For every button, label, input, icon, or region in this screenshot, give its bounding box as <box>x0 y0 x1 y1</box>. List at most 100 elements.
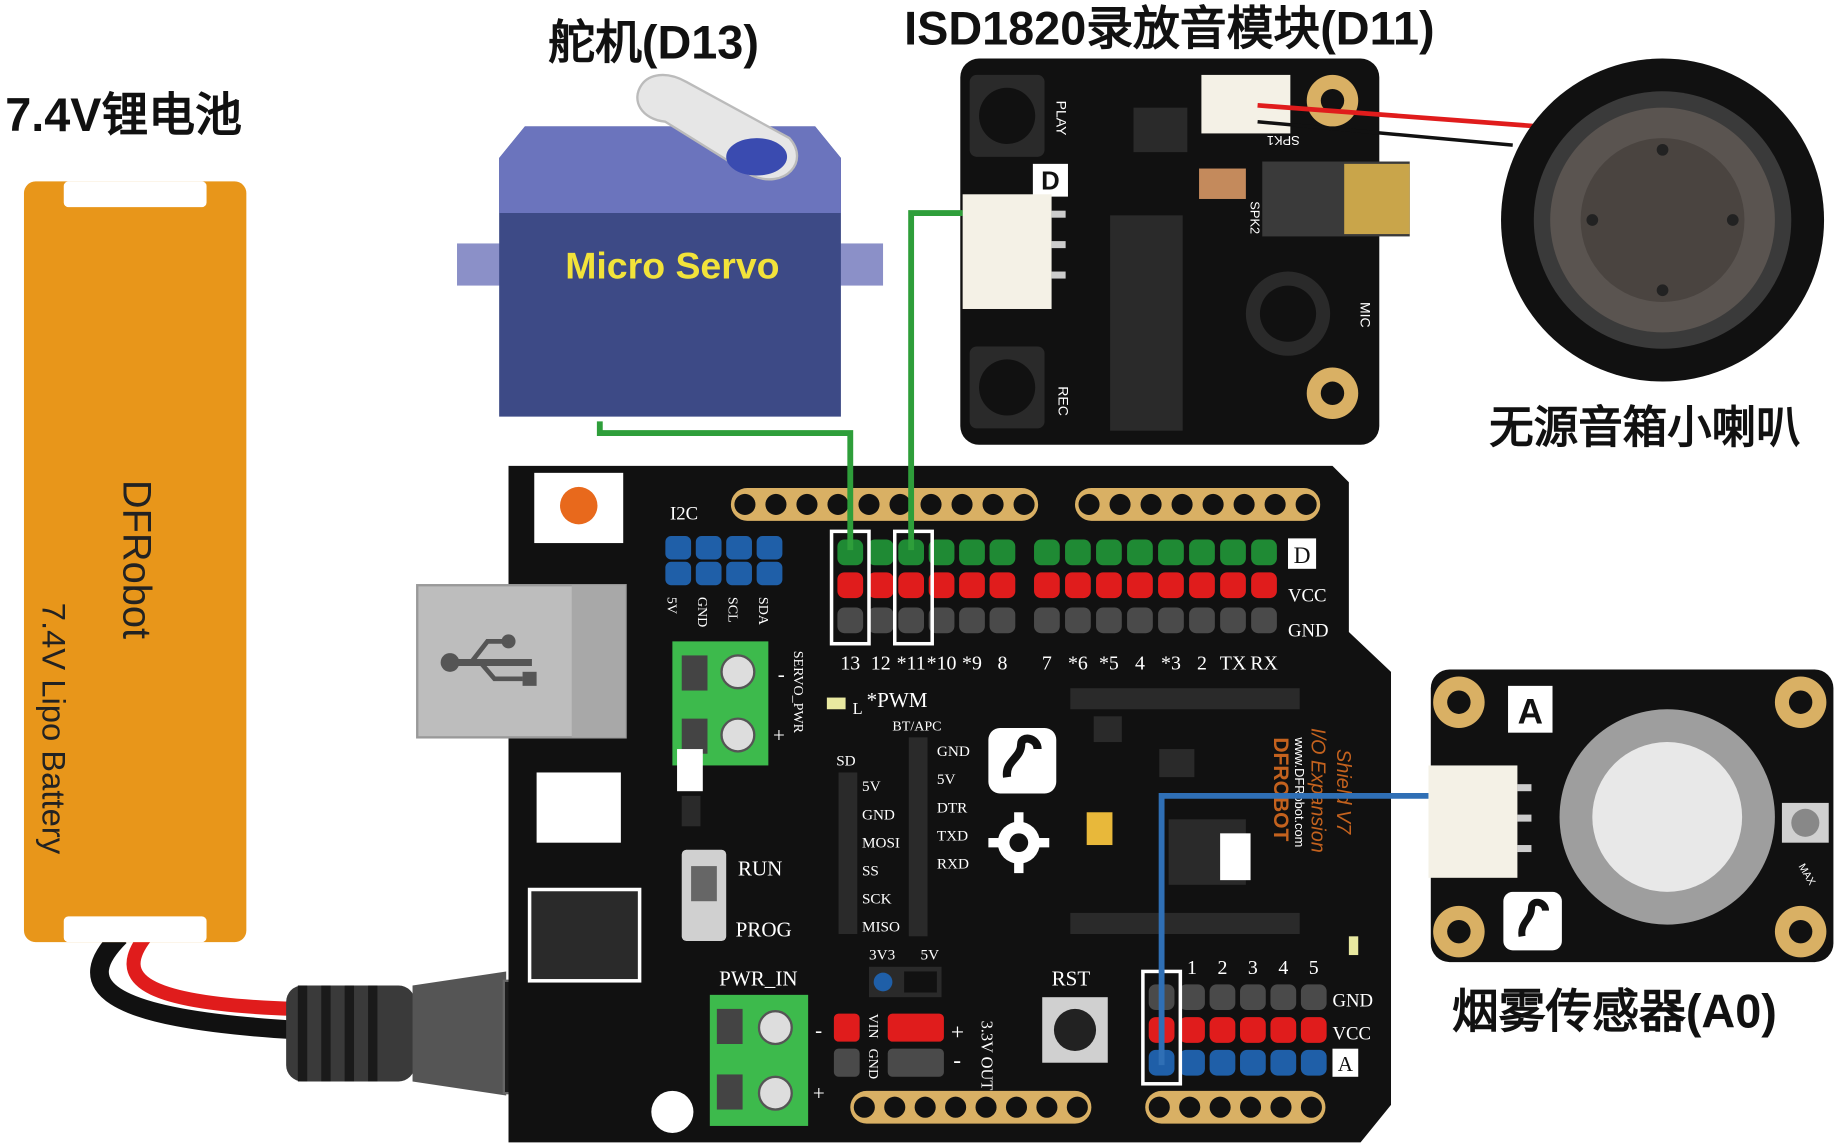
battery-bottom-cap <box>63 916 207 943</box>
servo-pwr-label: SERVO_PWR <box>790 651 806 734</box>
digital-pin[interactable] <box>1065 539 1091 566</box>
digital-pin[interactable] <box>898 607 925 634</box>
digital-pin[interactable] <box>1065 607 1091 634</box>
i2c-pin[interactable] <box>726 561 752 586</box>
speaker-title: 无源音箱小喇叭 <box>1489 403 1800 452</box>
header-hole <box>1240 1096 1262 1118</box>
middle-header-top <box>1070 688 1300 710</box>
brand-url: www.DFRobot.com <box>1292 736 1307 847</box>
header-hole <box>1005 1096 1028 1118</box>
led-l <box>826 697 846 710</box>
digital-pin[interactable] <box>837 607 864 634</box>
digital-pin[interactable] <box>1189 607 1215 634</box>
out-33-vcc[interactable] <box>887 1013 944 1042</box>
digital-pin-number: 7 <box>1042 652 1052 674</box>
i2c-pin[interactable] <box>756 561 783 586</box>
servo-pwr-plus: + <box>773 723 785 747</box>
digital-pin[interactable] <box>867 572 894 599</box>
i2c-pin[interactable] <box>695 561 722 586</box>
digital-pin[interactable] <box>1189 539 1215 566</box>
digital-pin[interactable] <box>867 539 894 566</box>
digital-pin[interactable] <box>989 572 1016 599</box>
out-33-gnd[interactable] <box>887 1048 944 1077</box>
i2c-pin-label: GND <box>694 597 710 627</box>
header-hole <box>1202 493 1224 515</box>
digital-pin[interactable] <box>1127 607 1153 634</box>
row-d-badge <box>1288 538 1317 569</box>
sd-header[interactable] <box>838 772 858 934</box>
header-hole <box>1148 1096 1170 1118</box>
out-minus: - <box>953 1047 961 1073</box>
digital-header[interactable] <box>837 539 1277 634</box>
digital-pin[interactable] <box>1220 607 1246 634</box>
analog-pin[interactable] <box>1300 984 1327 1011</box>
i2c-header[interactable] <box>665 536 783 586</box>
digital-pin[interactable] <box>989 539 1016 566</box>
vin-pin[interactable] <box>833 1013 860 1042</box>
wire-servo-to-d13 <box>596 421 854 551</box>
analog-pin[interactable] <box>1270 1049 1297 1076</box>
i2c-pin[interactable] <box>665 561 692 586</box>
digital-pin[interactable] <box>898 572 925 599</box>
digital-pin-number: 2 <box>1197 652 1207 674</box>
digital-pin[interactable] <box>1158 539 1184 566</box>
analog-pin[interactable] <box>1240 984 1266 1011</box>
analog-pin[interactable] <box>1270 984 1297 1011</box>
bt-pin-label: DTR <box>937 799 968 816</box>
digital-pin[interactable] <box>1034 607 1060 634</box>
analog-pin[interactable] <box>1179 984 1205 1011</box>
digital-pin[interactable] <box>1251 539 1277 566</box>
bt-apc-header[interactable] <box>908 737 928 937</box>
analog-pin[interactable] <box>1209 984 1236 1011</box>
digital-pin[interactable] <box>1034 572 1060 599</box>
bt-pin-label: RXD <box>937 855 969 872</box>
digital-pin[interactable] <box>1127 572 1153 599</box>
gnd-pin[interactable] <box>833 1048 860 1077</box>
digital-pin[interactable] <box>1096 607 1122 634</box>
analog-row-gnd: GND <box>1332 991 1373 1012</box>
digital-pin[interactable] <box>959 607 985 634</box>
digital-pin[interactable] <box>959 539 985 566</box>
digital-pin[interactable] <box>959 572 985 599</box>
digital-pin[interactable] <box>928 539 955 566</box>
digital-pin[interactable] <box>1034 539 1060 566</box>
digital-pin[interactable] <box>1158 607 1184 634</box>
i2c-pin[interactable] <box>756 536 783 560</box>
digital-pin[interactable] <box>1127 539 1153 566</box>
i2c-pin[interactable] <box>665 536 692 560</box>
analog-pin[interactable] <box>1270 1017 1297 1043</box>
digital-pin[interactable] <box>837 572 864 599</box>
digital-pin[interactable] <box>989 607 1016 634</box>
analog-pin[interactable] <box>1179 1017 1205 1043</box>
digital-pin[interactable] <box>1096 539 1122 566</box>
battery-spec: 7.4V Lipo Battery <box>36 603 73 855</box>
i2c-pin[interactable] <box>695 536 722 560</box>
digital-pin[interactable] <box>1220 539 1246 566</box>
analog-pin[interactable] <box>1209 1049 1236 1076</box>
digital-pin[interactable] <box>1251 607 1277 634</box>
analog-pin[interactable] <box>1209 1017 1236 1043</box>
i2c-pin[interactable] <box>726 536 752 560</box>
digital-pin[interactable] <box>1220 572 1246 599</box>
header-hole <box>827 493 849 515</box>
digital-pin[interactable] <box>928 572 955 599</box>
analog-pin[interactable] <box>1300 1049 1327 1076</box>
digital-pin[interactable] <box>867 607 894 634</box>
digital-pin[interactable] <box>1189 572 1215 599</box>
analog-header[interactable] <box>1148 984 1327 1076</box>
analog-pin[interactable] <box>1240 1017 1266 1043</box>
digital-pin[interactable] <box>928 607 955 634</box>
digital-pin[interactable] <box>898 539 925 566</box>
digital-pin[interactable] <box>837 539 864 566</box>
analog-pin[interactable] <box>1179 1049 1205 1076</box>
analog-pin[interactable] <box>1240 1049 1266 1076</box>
digital-pin[interactable] <box>1251 572 1277 599</box>
top-button[interactable] <box>560 486 598 525</box>
digital-pin[interactable] <box>1065 572 1091 599</box>
digital-pin[interactable] <box>1096 572 1122 599</box>
analog-pin[interactable] <box>1300 1017 1327 1043</box>
digital-pin[interactable] <box>1158 572 1184 599</box>
analog-pin-number: 3 <box>1248 957 1258 979</box>
bt-pin-label: TXD <box>937 827 968 844</box>
